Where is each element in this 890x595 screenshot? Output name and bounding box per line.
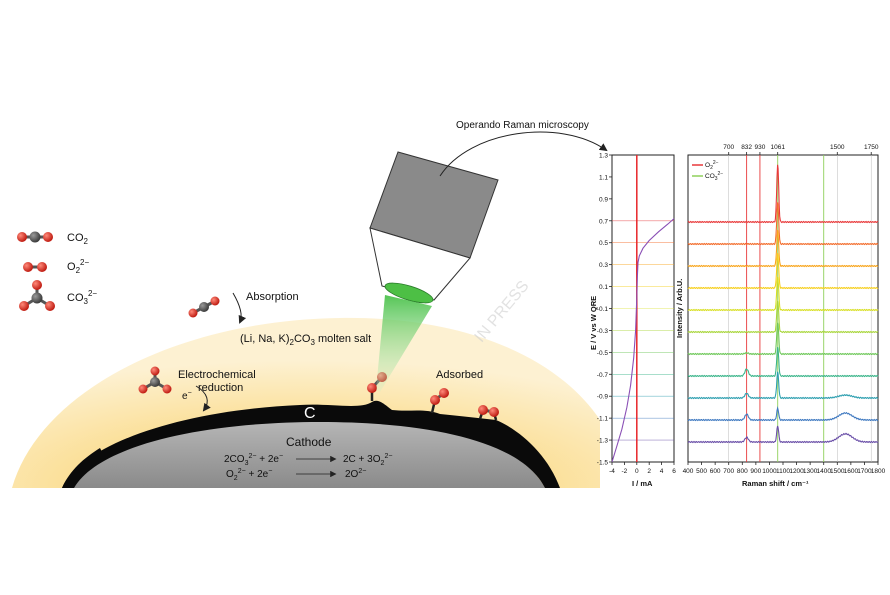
- cathode-label: Cathode: [286, 435, 332, 449]
- cv-ytick-label: 1.3: [599, 153, 608, 160]
- raman-top-tick-label: 832: [741, 144, 752, 151]
- raman-spectrum: [687, 164, 879, 224]
- raman-xlabel: Raman shift / cm⁻¹: [742, 479, 809, 488]
- raman-xtick-label: 1500: [830, 468, 845, 475]
- electrochem-label-line1: Electrochemical: [178, 369, 256, 381]
- laser-beam: [376, 295, 432, 392]
- raman-xtick-label: 600: [710, 468, 721, 475]
- cv-ytick-label: 1.1: [599, 174, 608, 181]
- raman-xtick-label: 1200: [789, 468, 804, 475]
- cv-ytick-label: 0.3: [599, 262, 608, 269]
- legend-co3-text: CO32−: [705, 171, 723, 182]
- raman-top-tick-label: 700: [723, 144, 734, 151]
- raman-top-tick-label: 1500: [830, 144, 845, 151]
- cv-ytick-label: -0.3: [597, 328, 609, 335]
- raman-xtick-label: 1300: [803, 468, 818, 475]
- raman-top-tick-label: 930: [754, 144, 765, 151]
- carbon-layer: [62, 400, 560, 488]
- reduction-arrow: [195, 385, 211, 412]
- raman-spectrum: [687, 253, 879, 290]
- molten-salt-label: (Li, Na, K)2CO3 molten salt: [240, 333, 371, 347]
- cv-ytick-label: -0.9: [597, 394, 609, 401]
- microscopy-arrow: [439, 131, 608, 177]
- absorbing-co2-icon: [188, 296, 220, 318]
- cv-xtick-label: 2: [647, 468, 651, 475]
- raman-xtick-label: 1100: [776, 468, 790, 475]
- raman-ylabel: Intensity / Arb.U.: [675, 279, 684, 338]
- raman-chart: Intensity / Arb.U. Raman shift / cm⁻¹ O2…: [675, 144, 886, 488]
- cv-ytick-label: -1.5: [597, 460, 609, 467]
- cv-xtick-label: -2: [622, 468, 628, 475]
- cv-ytick-label: -1.1: [597, 416, 609, 423]
- cathode-body: [70, 418, 545, 488]
- raman-spectrum: [687, 347, 879, 378]
- watermark: IN PRESS: [472, 278, 533, 346]
- cv-ytick-label: 0.5: [599, 240, 608, 247]
- o2-molecule-icon: [23, 262, 47, 272]
- equation-2-right: 2O2−: [345, 468, 366, 480]
- electron-label: e−: [182, 390, 192, 402]
- absorption-label: Absorption: [246, 291, 299, 303]
- equation-1-right: 2C + 3O22−: [343, 453, 392, 467]
- raman-xtick-label: 1400: [816, 468, 831, 475]
- raman-spectrum: [687, 322, 879, 356]
- raman-spectrum: [687, 229, 879, 268]
- cv-xtick-label: 0: [635, 468, 639, 475]
- raman-xtick-label: 400: [683, 468, 694, 475]
- legend-co2-label: CO2: [67, 232, 89, 246]
- cv-xtick-label: 4: [660, 468, 664, 475]
- raman-spectrum: [687, 406, 879, 422]
- raman-xtick-label: 800: [737, 468, 748, 475]
- cv-xtick-label: 6: [672, 468, 676, 475]
- adsorbed-peroxide-bridge-icon: [478, 405, 499, 421]
- raman-spectrum: [687, 202, 879, 246]
- raman-top-tick-label: 1061: [770, 144, 785, 151]
- cv-ytick-label: -0.5: [597, 350, 609, 357]
- cv-ylabel: E / V vs W QRE: [589, 296, 598, 350]
- raman-xtick-label: 1800: [871, 468, 886, 475]
- adsorbed-label: Adsorbed: [436, 369, 483, 381]
- carbonate-ion-icon: [138, 366, 172, 394]
- equation-1-left: 2CO32− + 2e−: [224, 453, 283, 467]
- co2-molecule-icon: [17, 231, 53, 243]
- cv-xtick-label: -4: [609, 468, 615, 475]
- raman-xtick-label: 500: [696, 468, 707, 475]
- raman-spectrum: [687, 276, 879, 312]
- raman-xtick-label: 1700: [857, 468, 872, 475]
- raman-spectrum: [687, 371, 879, 400]
- raman-xtick-label: 1000: [762, 468, 777, 475]
- microscopy-label: Operando Raman microscopy: [456, 120, 589, 131]
- cv-chart: E / V vs W QRE I / mA 1.3 1.1 0.9 0.7 0.5 0.3…: [589, 153, 676, 489]
- cv-ytick-label: 0.9: [599, 196, 608, 203]
- raman-top-tick-label: 1750: [864, 144, 879, 151]
- cv-ytick-label: 0.7: [599, 218, 608, 225]
- cv-xlabel: I / mA: [632, 479, 653, 488]
- carbon-label: C: [304, 405, 316, 422]
- raman-legend: O22− CO32−: [692, 160, 723, 182]
- raman-xtick-label: 1600: [844, 468, 859, 475]
- raman-spectrum: [687, 300, 879, 334]
- microscope-objective-icon: [369, 151, 499, 304]
- cv-ytick-label: -0.1: [597, 306, 609, 313]
- raman-xtick-label: 700: [723, 468, 734, 475]
- adsorbed-oxygen-icon-2: [430, 388, 449, 414]
- raman-spectrum: [687, 425, 879, 444]
- cv-ytick-label: -1.3: [597, 438, 609, 445]
- co3-molecule-icon: [19, 280, 55, 311]
- cv-curve: [611, 218, 675, 463]
- raman-plot-frame: [687, 154, 879, 463]
- electrochem-label-line2: reduction: [198, 382, 243, 394]
- legend-o2-label: O22−: [67, 258, 89, 275]
- cv-ytick-label: -0.7: [597, 372, 609, 379]
- legend-co3-label: CO32−: [67, 289, 97, 306]
- equation-2-left: O22− + 2e−: [226, 468, 272, 482]
- absorption-arrow: [232, 292, 247, 324]
- legend-o2-text: O22−: [705, 160, 719, 171]
- cv-ytick-label: 0.1: [599, 284, 608, 291]
- raman-xtick-label: 900: [750, 468, 761, 475]
